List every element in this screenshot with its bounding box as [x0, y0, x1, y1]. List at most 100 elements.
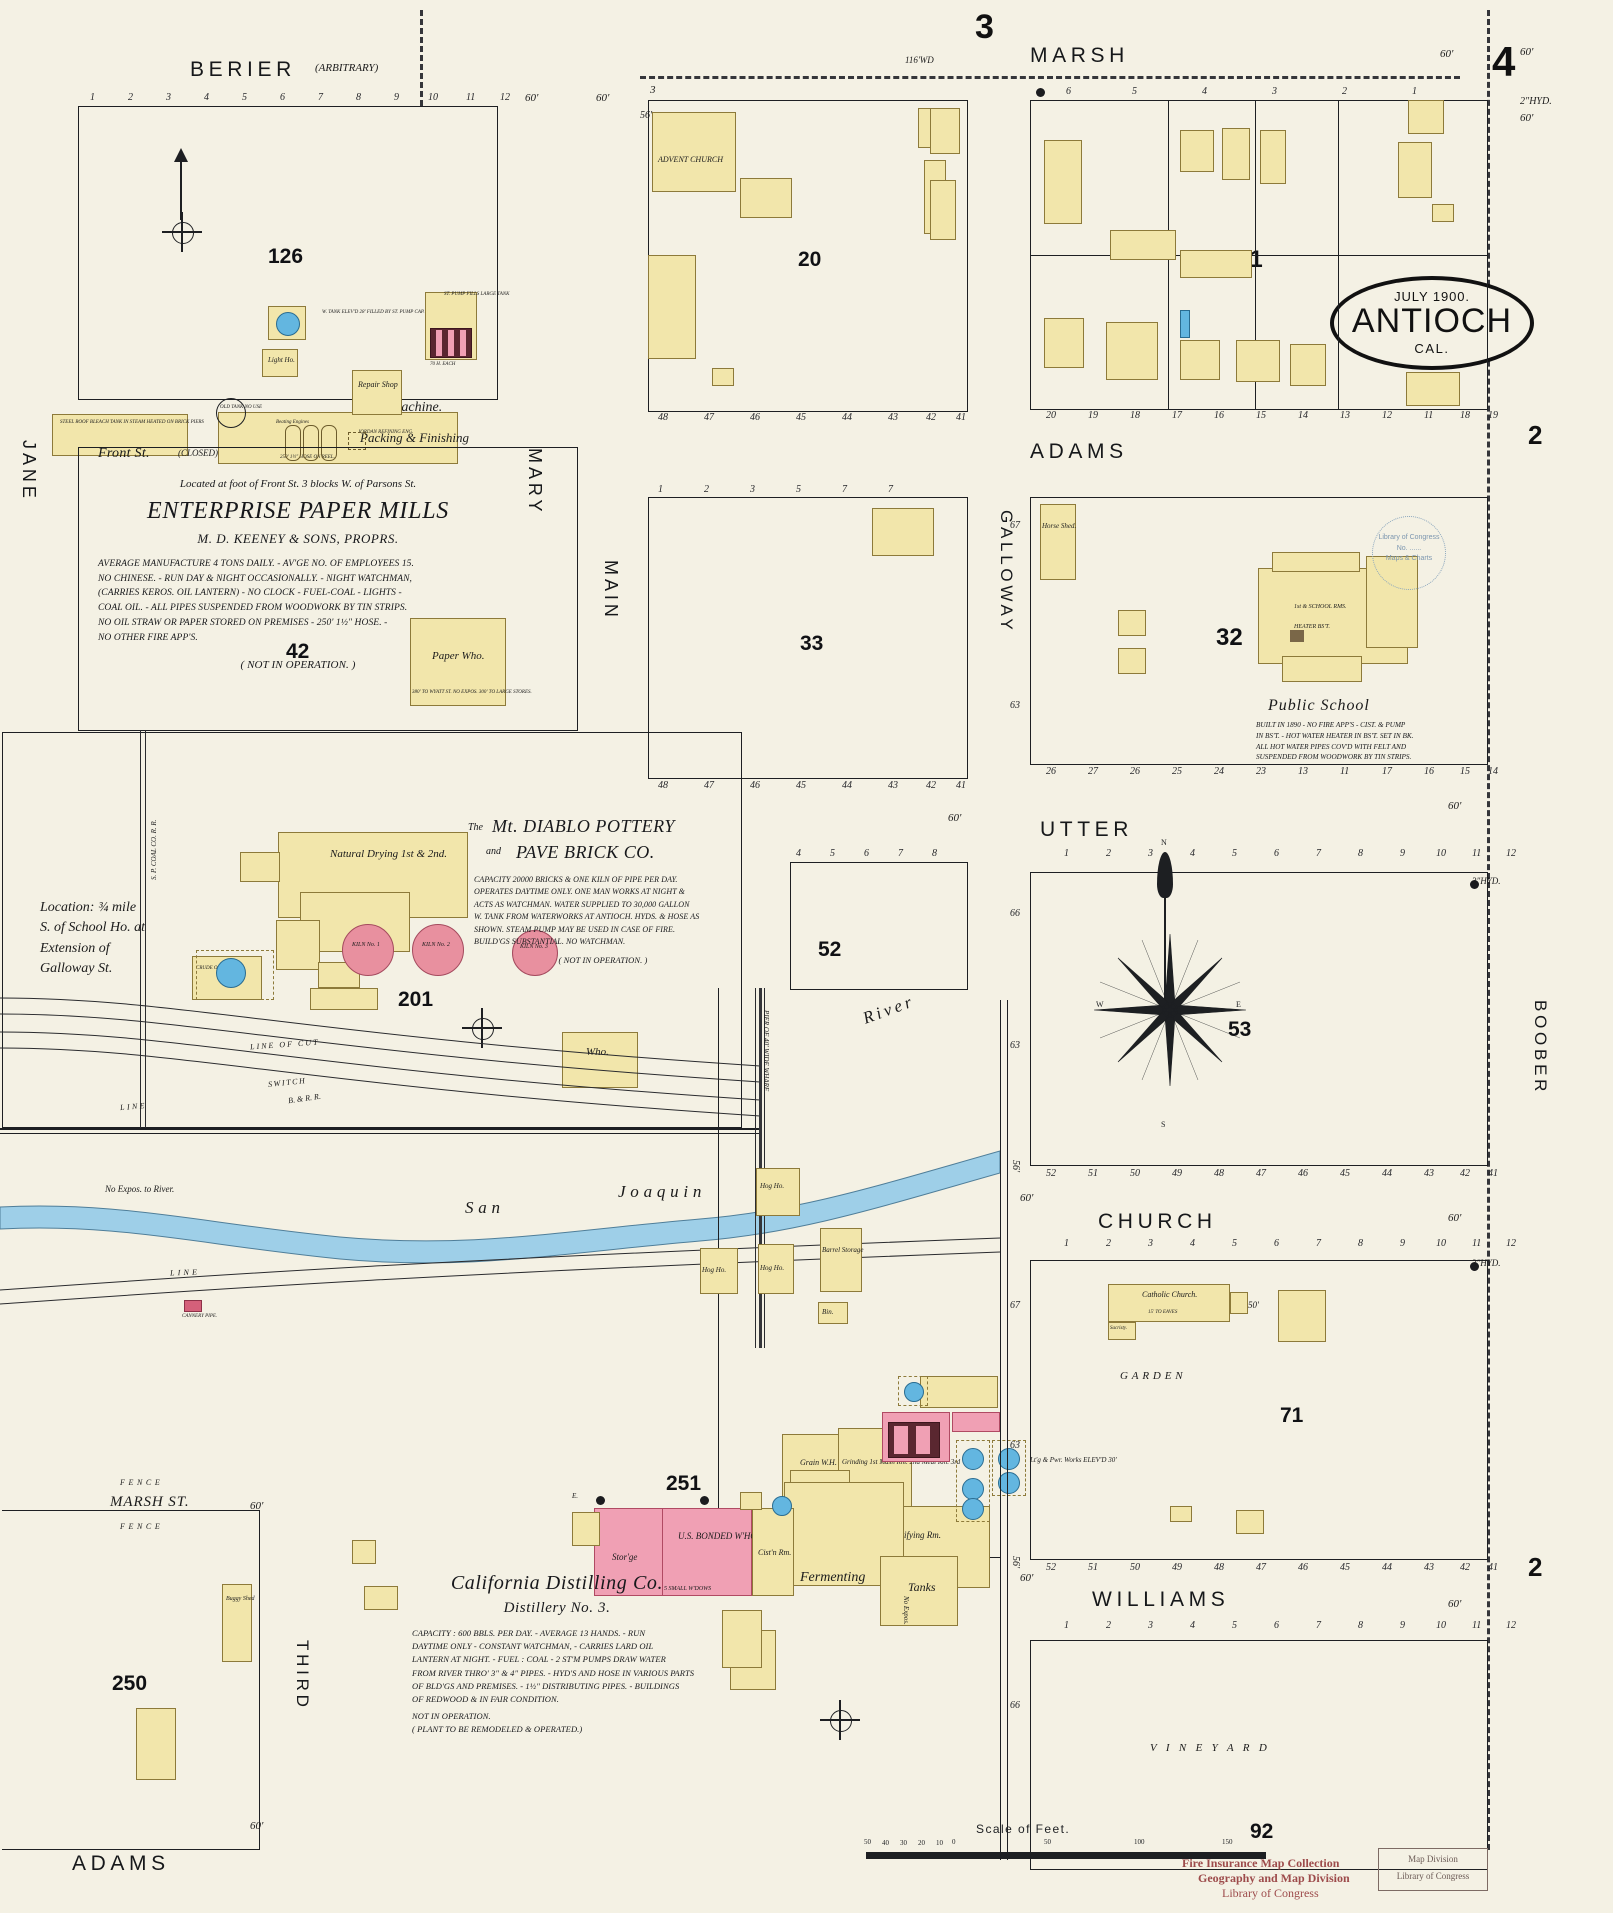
label-fermenting: Fermenting — [800, 1570, 866, 1585]
label-church-30ft: 50' — [1248, 1300, 1259, 1310]
building-church-apse — [1230, 1292, 1248, 1314]
block-number-53: 53 — [1228, 1018, 1252, 1041]
building-engine-pink — [952, 1412, 1000, 1432]
street-label-boober: BOOBER — [1531, 1000, 1550, 1096]
block-number-71: 71 — [1280, 1404, 1304, 1427]
building-250-b — [352, 1540, 376, 1564]
building-wc-2 — [1118, 648, 1146, 674]
shed-x-4 — [1406, 372, 1460, 406]
hydrant-church — [1470, 1262, 1479, 1271]
building-oil-house — [572, 1512, 600, 1546]
label-packing-finishing: Packing & Finishing — [360, 430, 470, 445]
beater-oval-3 — [321, 425, 337, 461]
pottery-the: The — [468, 822, 483, 833]
label-light-ho: Light Ho. — [268, 356, 295, 364]
label-kiln-1: KILN No. 1 — [352, 942, 380, 948]
water-tank-circle — [276, 312, 300, 336]
loc-stamp-line-1: Fire Insurance Map Collection — [1182, 1856, 1340, 1870]
building-light-house — [262, 349, 298, 377]
pm-line-3: (CARRIES KEROS. OIL LANTERN) - NO CLOCK … — [98, 588, 402, 599]
distillery-boiler-1 — [894, 1426, 908, 1454]
building-b20-x — [930, 180, 956, 240]
shed-x-5 — [930, 108, 960, 154]
label-school-heater: HEATER BS'T. — [1294, 624, 1330, 630]
block21-alley — [1030, 255, 1488, 256]
building-barrel-storage — [820, 1228, 862, 1292]
building-pottery-a — [240, 852, 280, 882]
building-sacristy — [1108, 1322, 1136, 1340]
label-hog-ho-3: Hog Ho. — [760, 1264, 785, 1272]
boiler-2 — [448, 330, 454, 356]
levee-line-1 — [0, 1128, 760, 1130]
street-label-jane: JANE — [19, 440, 39, 502]
building-horse-shed — [1040, 504, 1076, 580]
label-beating-engines: Beating Engines — [276, 420, 309, 425]
width-60-williams: 60' — [1448, 1598, 1462, 1610]
width-60-williams-left: 60' — [1020, 1572, 1034, 1584]
boiler-1 — [436, 330, 442, 356]
railroad-label-sp-coal: S. P. COAL CO. R. R. — [150, 819, 158, 880]
building-church-shed-b — [1236, 1510, 1264, 1534]
label-garden: GARDEN — [1120, 1370, 1187, 1382]
pot-line-6: BUILD'GS SUBSTANTIAL. NO WATCHMAN. — [474, 936, 626, 946]
pot-line-4: W. TANK FROM WATERWORKS AT ANTIOCH. HYDS… — [474, 912, 700, 922]
building-catholic-church — [1108, 1284, 1230, 1322]
street-label-front: Front St. — [98, 446, 150, 461]
block-number-52: 52 — [818, 938, 842, 961]
building-pottery-warehouse — [562, 1032, 638, 1088]
scale-tick-150: 150 — [1222, 1838, 1233, 1846]
pottery-name-2: PAVE BRICK CO. — [516, 842, 655, 862]
enterprise-paper-mills-textblock: Located at foot of Front St. 3 blocks W.… — [88, 478, 508, 674]
dist-line-3: LANTERN AT NIGHT. - FUEL : COAL - 2 ST'M… — [412, 1654, 666, 1665]
width-60-top-right-b: 60' — [1520, 112, 1534, 124]
building-250-c — [364, 1586, 398, 1610]
scale-tick-50l: 50 — [864, 1838, 871, 1846]
street-label-marsh: MARSH — [1030, 44, 1129, 67]
street-label-utter: UTTER — [1040, 818, 1134, 841]
width-note-hyd-a: 2"HYD. — [1520, 96, 1552, 107]
width-60-adams-bottom: 60' — [250, 1820, 264, 1832]
label-church-eaves: 15' TO EAVES — [1148, 1310, 1178, 1315]
label-natural-drying: Natural Drying 1st & 2nd. — [330, 848, 448, 860]
building-cistern-room — [752, 1508, 794, 1596]
building-church-shed-a — [1170, 1506, 1192, 1522]
beater-oval-1 — [285, 425, 301, 461]
block-number-32: 32 — [1216, 624, 1243, 651]
street-label-adams: ADAMS — [1030, 440, 1128, 463]
width-56-a: 56' — [640, 110, 653, 121]
levee-line-2 — [0, 1133, 760, 1134]
ps-line-1: BUILT IN 1890 - NO FIRE APP'S - CIST. & … — [1256, 721, 1406, 729]
scale-title: Scale of Feet. — [976, 1822, 1071, 1836]
label-wyatt-distance: 380' TO WYATT ST. NO EXPOS. 300' TO LARG… — [412, 690, 532, 695]
block-number-33: 33 — [800, 632, 824, 655]
label-hog-ho-1: Hog Ho. — [760, 1182, 785, 1190]
building-b21-d — [1260, 130, 1286, 184]
old-tank-circle — [216, 398, 246, 428]
elec-works-dashed-1 — [956, 1440, 990, 1522]
cistern-blue-strip — [1180, 310, 1190, 338]
pottery-and: and — [486, 846, 501, 857]
scale-bar: Scale of Feet. 50 40 30 20 10 0 50 100 1… — [864, 1822, 1266, 1859]
label-rectifying: Rectifying Rm. — [888, 1530, 941, 1540]
hydrant-distillery-2 — [700, 1496, 709, 1505]
label-cistern: Cist'n Rm. — [758, 1548, 792, 1557]
street-label-galloway: GALLOWAY — [997, 510, 1016, 634]
label-steam-pump: ST. PUMP FILLS LARGE TANK — [444, 292, 510, 297]
side-tick-e: 67 — [1010, 1300, 1020, 1311]
block20-tick-3: 3 — [650, 84, 656, 96]
railroad-curves — [0, 997, 760, 1117]
label-old-tank: OLD TANK NO USE — [220, 405, 262, 410]
street-label-church: CHURCH — [1098, 1210, 1217, 1233]
width-60-church-left: 60' — [1020, 1192, 1034, 1204]
block-92-outline — [1030, 1640, 1488, 1870]
label-water-tank: W. TANK ELEV'D 28' FILLED BY ST. PUMP CA… — [322, 310, 455, 315]
small-north-arrow-shaft — [180, 150, 182, 220]
loc-stamp-line-3: Library of Congress — [1222, 1886, 1319, 1900]
side-tick-f: 63 — [1010, 1440, 1020, 1451]
label-vineyard: V I N E Y A R D — [1150, 1742, 1271, 1754]
compass-e: E — [1236, 1000, 1241, 1009]
pm-line-2: NO CHINESE. - RUN DAY & NIGHT OCCASIONAL… — [98, 573, 412, 584]
block-201-outline — [2, 732, 742, 1128]
